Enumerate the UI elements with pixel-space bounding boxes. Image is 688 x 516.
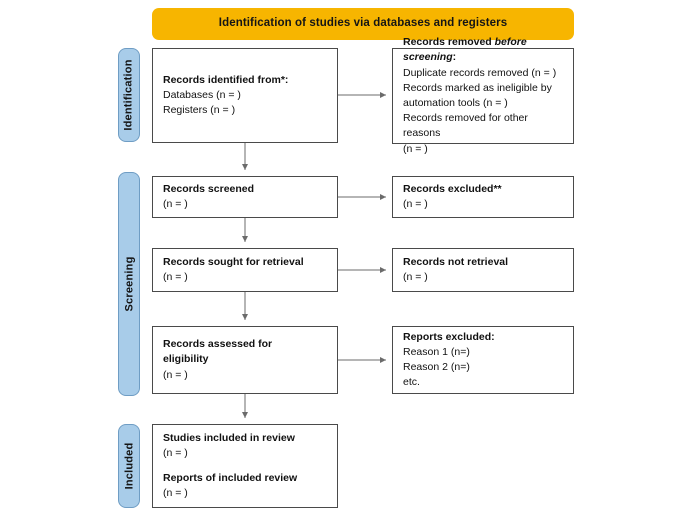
box-studies-included-spacer: [163, 461, 327, 471]
box-reports-excluded-line-1: Reason 1 (n=): [403, 345, 470, 358]
box-records-identified-heading: Records identified from*:: [163, 73, 289, 86]
box-records-removed-line-5: (n = ): [403, 142, 428, 155]
box-reports-excluded: Reports excluded: Reason 1 (n=) Reason 2…: [392, 326, 574, 394]
box-records-assessed-heading-line-1: Records assessed for: [163, 338, 273, 351]
box-records-removed-line-1: Duplicate records removed (n = ): [403, 66, 557, 79]
box-records-not-retrieved-heading: Records not retrieval: [403, 255, 509, 268]
box-records-removed-heading-part-3: :: [452, 51, 457, 64]
box-records-excluded-heading: Records excluded**: [403, 182, 502, 195]
box-studies-included-heading-1: Studies included in review: [163, 431, 295, 444]
box-records-sought-for-retrieval: Records sought for retrieval (n = ): [152, 248, 338, 292]
box-records-assessed-for-eligibility: Records assessed for eligibility (n = ): [152, 326, 338, 394]
stage-label-identification: Identification: [118, 48, 140, 142]
box-studies-included-line-2: (n = ): [163, 487, 188, 500]
box-records-removed-line-3: automation tools (n = ): [403, 97, 508, 109]
box-records-identified: Records identified from*: Databases (n =…: [152, 48, 338, 143]
box-records-removed: Records removed before screening: Duplic…: [392, 36, 574, 155]
box-records-not-retrieved-line-1: (n = ): [403, 271, 428, 283]
box-records-sought-line-1: (n = ): [163, 271, 188, 283]
box-records-not-retrieved: Records not retrieval (n = ): [392, 248, 574, 292]
box-records-removed-heading: Records removed before screening:: [403, 35, 563, 65]
box-records-removed-heading-part-1: Records removed: [403, 36, 495, 49]
box-records-identified-line-2: Registers (n = ): [163, 104, 236, 117]
box-records-excluded: Records excluded** (n = ): [392, 176, 574, 218]
stage-label-screening: Screening: [118, 172, 140, 396]
box-records-assessed-heading-line-2: eligibility: [163, 353, 209, 366]
stage-label-included: Included: [118, 424, 140, 508]
box-records-screened: Records screened (n = ): [152, 176, 338, 218]
stage-label-screening-text: Screening: [123, 256, 135, 312]
stage-label-included-text: Included: [123, 442, 136, 490]
box-records-identified-line-1: Databases (n = ): [163, 88, 241, 101]
box-reports-excluded-heading: Reports excluded:: [403, 330, 495, 343]
box-records-removed-line-4: Records removed for other reasons: [403, 112, 528, 140]
stage-label-identification-text: Identification: [123, 59, 135, 131]
box-records-sought-heading: Records sought for retrieval: [163, 255, 304, 268]
box-records-assessed-line-1: (n = ): [163, 368, 188, 381]
box-reports-excluded-line-2: Reason 2 (n=): [403, 361, 470, 373]
box-records-screened-line-1: (n = ): [163, 198, 188, 210]
diagram-title: Identification of studies via databases …: [218, 17, 508, 30]
box-records-excluded-line-1: (n = ): [403, 198, 428, 210]
box-records-screened-heading: Records screened: [163, 182, 255, 195]
box-studies-included-heading-2: Reports of included review: [163, 472, 298, 484]
box-studies-included: Studies included in review (n = ) Report…: [152, 424, 338, 508]
box-studies-included-line-1: (n = ): [163, 446, 188, 459]
box-records-removed-heading-emphasis: before screening: [403, 36, 527, 64]
box-records-removed-line-2: Records marked as ineligible by: [403, 81, 552, 94]
box-reports-excluded-line-3: etc.: [403, 376, 420, 389]
diagram-header-banner: Identification of studies via databases …: [152, 8, 574, 40]
